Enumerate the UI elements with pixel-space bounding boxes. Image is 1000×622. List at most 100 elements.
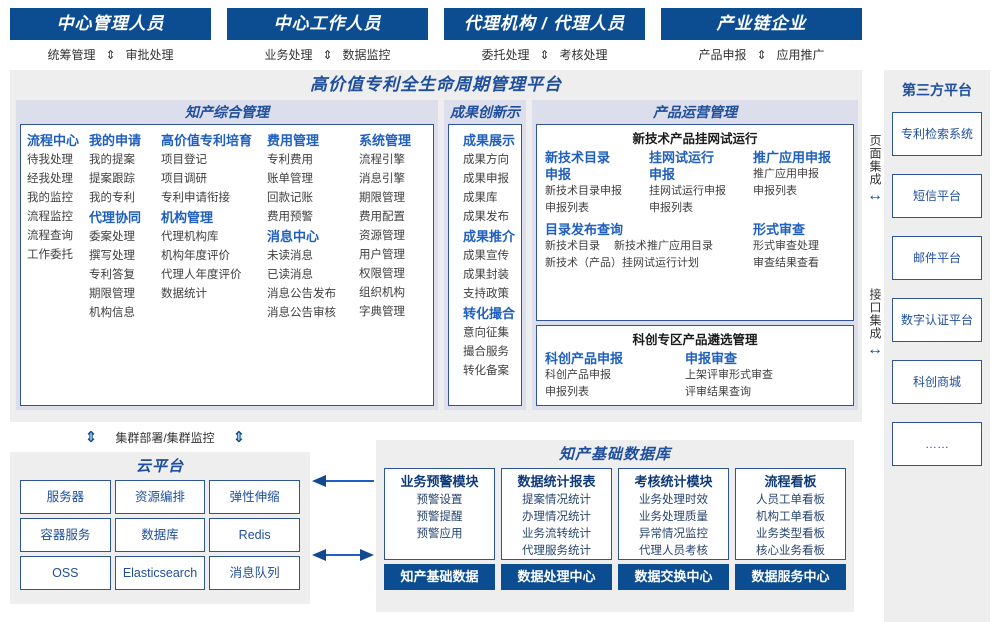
menu-item[interactable]: 委案处理 <box>89 231 135 243</box>
menu-item[interactable]: 撮合服务 <box>463 346 509 358</box>
database-footer[interactable]: 知产基础数据 <box>384 564 495 590</box>
database-head[interactable]: 流程看板 <box>764 474 817 489</box>
subcol-item[interactable]: 申报列表 <box>753 185 798 197</box>
subcol-item[interactable]: 新技术目录 <box>545 240 601 252</box>
subcol-head[interactable]: 科创产品申报 <box>545 351 624 366</box>
subcol-item[interactable]: 形式审查处理 <box>753 240 820 252</box>
menu-item[interactable]: 费用预警 <box>267 211 313 223</box>
database-item[interactable]: 提案情况统计 <box>522 494 591 506</box>
menu-item[interactable]: 流程监控 <box>27 211 73 223</box>
database-item[interactable]: 业务类型看板 <box>756 528 825 540</box>
third-party-item[interactable]: 短信平台 <box>892 174 982 218</box>
menu-item[interactable]: 专利答复 <box>89 269 135 281</box>
database-item[interactable]: 人员工单看板 <box>756 494 825 506</box>
cloud-cell[interactable]: 消息队列 <box>209 556 300 590</box>
subcol-item[interactable]: 挂网试运行申报 <box>649 185 727 197</box>
menu-item[interactable]: 资源管理 <box>359 230 405 242</box>
database-item[interactable]: 业务处理时效 <box>639 494 708 506</box>
database-head[interactable]: 考核统计模块 <box>634 474 713 489</box>
menu-item[interactable]: 专利申请衔接 <box>161 192 230 204</box>
menu-item[interactable]: 成果宣传 <box>463 250 509 262</box>
menu-item[interactable]: 期限管理 <box>89 288 135 300</box>
cloud-cell[interactable]: 容器服务 <box>20 518 111 552</box>
menu-head[interactable]: 消息中心 <box>267 229 320 244</box>
menu-item[interactable]: 成果封装 <box>463 269 509 281</box>
menu-item[interactable]: 成果方向 <box>463 154 509 166</box>
menu-item[interactable]: 专利费用 <box>267 154 313 166</box>
subcol-head[interactable]: 形式审查 <box>753 222 806 237</box>
database-item[interactable]: 核心业务看板 <box>756 545 825 557</box>
subcol-item[interactable]: 申报列表 <box>545 202 590 214</box>
menu-item[interactable]: 转化备案 <box>463 365 509 377</box>
menu-item[interactable]: 机构信息 <box>89 307 135 319</box>
subcol-item[interactable]: 申报列表 <box>545 386 590 398</box>
database-item[interactable]: 预警提醒 <box>416 511 463 523</box>
menu-item[interactable]: 已读消息 <box>267 269 313 281</box>
subcol-item[interactable]: 新技术目录申报 <box>545 185 623 197</box>
menu-item[interactable]: 消息公告审核 <box>267 307 336 319</box>
database-item[interactable]: 预警应用 <box>416 528 463 540</box>
menu-item[interactable]: 费用配置 <box>359 211 405 223</box>
role-card-2[interactable]: 代理机构 / 代理人员 委托处理 ⇕ 考核处理 <box>444 8 645 66</box>
menu-item[interactable]: 消息公告发布 <box>267 288 336 300</box>
menu-item[interactable]: 代理人年度评价 <box>161 269 242 281</box>
database-item[interactable]: 业务处理质量 <box>639 511 708 523</box>
menu-head[interactable]: 费用管理 <box>267 133 320 148</box>
role-card-3[interactable]: 产业链企业 产品申报 ⇕ 应用推广 <box>661 8 862 66</box>
cloud-cell[interactable]: OSS <box>20 556 111 590</box>
third-party-item[interactable]: 科创商城 <box>892 360 982 404</box>
third-party-item[interactable]: …… <box>892 422 982 466</box>
menu-item[interactable]: 我的提案 <box>89 154 135 166</box>
database-item[interactable]: 代理人员考核 <box>639 545 708 557</box>
third-party-item[interactable]: 邮件平台 <box>892 236 982 280</box>
menu-head[interactable]: 系统管理 <box>359 133 412 148</box>
menu-item[interactable]: 意向征集 <box>463 327 509 339</box>
menu-head[interactable]: 高价值专利培育 <box>161 133 253 148</box>
subcol-head[interactable]: 目录发布查询 <box>545 222 624 237</box>
third-party-item[interactable]: 数字认证平台 <box>892 298 982 342</box>
menu-item[interactable]: 提案跟踪 <box>89 173 135 185</box>
cloud-cell[interactable]: Redis <box>209 518 300 552</box>
menu-head[interactable]: 转化撮合 <box>463 306 516 321</box>
menu-item[interactable]: 项目登记 <box>161 154 207 166</box>
menu-item[interactable]: 回款记账 <box>267 192 313 204</box>
database-item[interactable]: 异常情况监控 <box>639 528 708 540</box>
subcol-item[interactable]: 推广应用申报 <box>753 168 820 180</box>
third-party-item[interactable]: 专利检索系统 <box>892 112 982 156</box>
menu-head[interactable]: 成果推介 <box>463 229 516 244</box>
menu-item[interactable]: 我的监控 <box>27 192 73 204</box>
menu-item[interactable]: 流程查询 <box>27 230 73 242</box>
menu-item[interactable]: 消息引擎 <box>359 173 405 185</box>
subcol-head[interactable]: 推广应用申报 <box>753 150 832 165</box>
menu-item[interactable]: 字典管理 <box>359 306 405 318</box>
menu-item[interactable]: 用户管理 <box>359 249 405 261</box>
menu-head[interactable]: 代理协同 <box>89 210 142 225</box>
subcol-item[interactable]: 新技术推广应用目录 <box>614 240 714 252</box>
menu-item[interactable]: 成果发布 <box>463 211 509 223</box>
menu-item[interactable]: 经我处理 <box>27 173 73 185</box>
subcol-item[interactable]: 科创产品申报 <box>545 369 612 381</box>
database-head[interactable]: 业务预警模块 <box>400 474 479 489</box>
cloud-cell[interactable]: 弹性伸缩 <box>209 480 300 514</box>
database-head[interactable]: 数据统计报表 <box>517 474 596 489</box>
database-item[interactable]: 业务流转统计 <box>522 528 591 540</box>
cloud-cell[interactable]: 资源编排 <box>114 480 206 514</box>
subcol-item[interactable]: 新技术（产品）挂网试运行计划 <box>545 257 700 269</box>
menu-item[interactable]: 数据统计 <box>161 288 207 300</box>
menu-item[interactable]: 账单管理 <box>267 173 313 185</box>
subcol-item[interactable]: 审查结果查看 <box>753 257 820 269</box>
subcol-item[interactable]: 上架评审形式审查 <box>685 369 774 381</box>
menu-head[interactable]: 成果展示 <box>463 133 516 148</box>
database-item[interactable]: 预警设置 <box>416 494 463 506</box>
menu-item[interactable]: 权限管理 <box>359 268 405 280</box>
menu-head[interactable]: 流程中心 <box>27 133 80 148</box>
subcol-head[interactable]: 挂网试运行申报 <box>649 150 715 182</box>
database-item[interactable]: 办理情况统计 <box>522 511 591 523</box>
subcol-item[interactable]: 评审结果查询 <box>685 386 752 398</box>
menu-item[interactable]: 支持政策 <box>463 288 509 300</box>
menu-item[interactable]: 代理机构库 <box>161 231 219 243</box>
database-footer[interactable]: 数据处理中心 <box>501 564 612 590</box>
cloud-cell[interactable]: 服务器 <box>20 480 111 514</box>
role-card-0[interactable]: 中心管理人员 统筹管理 ⇕ 审批处理 <box>10 8 211 66</box>
role-card-1[interactable]: 中心工作人员 业务处理 ⇕ 数据监控 <box>227 8 428 66</box>
